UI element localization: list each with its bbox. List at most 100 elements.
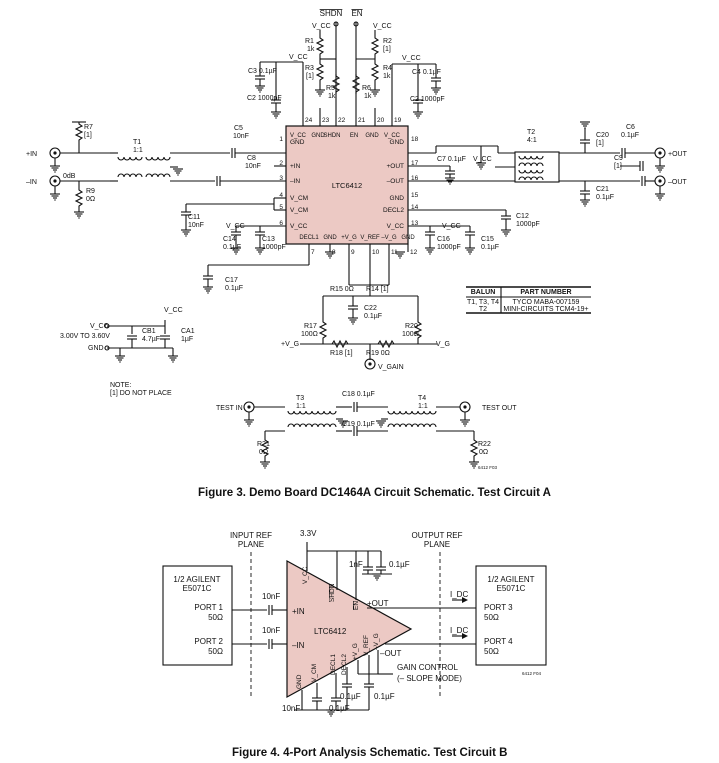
r3-value: [1] [306,73,314,80]
c9-value: [1] [614,163,622,170]
r18-label: R18 [1] [330,350,353,357]
amp-name: LTC6412 [314,627,347,636]
gain-control-2: (– SLOPE MODE) [397,674,462,683]
ic-right-pin-3: –OUT [387,178,404,185]
ic-bottom-num-3: 9 [351,249,355,256]
balun-header-1: BALUN [471,289,496,296]
port3-z: 50Ω [484,613,499,622]
idc-out1: I_DC [450,590,468,599]
t4-label: T4 [418,395,426,402]
amp-nout: –OUT [380,649,401,658]
amp-pout: +OUT [367,599,389,608]
input-ref-2: PLANE [238,540,264,549]
vcc-r1: V_CC [312,23,331,30]
r19-label: R19 0Ω [366,350,390,357]
ic-right-num-1: 18 [411,136,419,143]
c18-label: C18 0.1µF [342,391,375,398]
ic-top-num-3: 22 [338,117,346,124]
vcc-supply-top: V_CC [164,307,183,314]
test-thru-circuit [243,401,480,469]
r1-label: R1 [305,38,314,45]
ic-bottom-pin-6: GND [401,235,415,241]
c5-label: C5 [234,125,243,132]
c19-label: C19 0.1µF [342,421,375,428]
ic-left-num-2: 2 [279,160,283,167]
r21-value: 0Ω [259,449,268,456]
fig3-id: 6412 F03 [478,465,498,470]
supply-block [107,320,179,363]
right-box-title-1: 1/2 AGILENT [487,575,534,584]
c22-label: C22 [364,305,377,312]
c14-value: 0.1µF [223,244,241,251]
note-title: NOTE: [110,382,131,389]
ic-right-pin-4: GND [390,195,405,202]
note-text: [1] DO NOT PLACE [110,390,172,397]
ic-right-pin-5: DECL2 [383,207,404,214]
input-network [49,121,286,219]
nvg-label: –V_G [432,341,450,348]
vcc-c16: V_CC [442,223,461,230]
ic-right-num-2: 17 [411,160,419,167]
r20-label: R20 [405,323,418,330]
t1-label: T1 [133,139,141,146]
ic-top-num-2: 23 [322,117,330,124]
ic-top-num-6: 19 [394,117,402,124]
amp-nvg: –V_G [373,633,380,650]
ltc6412-amp [286,559,413,699]
ic-name: LTC6412 [332,181,362,190]
top-right-decoupling [391,63,442,119]
ic-left-pin-1: GND [290,139,305,146]
output-network [408,121,666,207]
supply-range: 3.00V TO 3.60V [60,333,110,340]
amp-pin: +IN [292,607,305,616]
output-ref-1: OUTPUT REF [412,531,463,540]
ic-bottom-pin-1: DECL1 [299,235,319,241]
ic-bottom-pin-5: –V_G [381,235,397,241]
balun-row2-col1: T2 [479,306,487,313]
c12-label: C12 [516,213,529,220]
supply-33v: 3.3V [300,529,317,538]
port4-label: PORT 4 [484,637,513,646]
ic-top-pin-5: GND [365,133,379,139]
ic-bottom-num-5: 11 [391,249,398,256]
pout-label: +OUT [668,151,688,158]
balun-row2-col2: MINI-CIRCUITS TCM4-19+ [503,306,588,313]
fig4-caption: Figure 4. 4-Port Analysis Schematic. Tes… [232,747,507,759]
cb1-value: 4.7µF [142,336,160,343]
c-bot2-label: 0.1µF [374,692,395,701]
c11-value: 10nF [188,222,204,229]
c-bot1-label: 0.1µF [340,692,361,701]
c9-label: C9 [614,155,623,162]
ic-right-num-4: 15 [411,192,419,199]
fig3-caption: Figure 3. Demo Board DC1464A Circuit Sch… [198,487,551,499]
gain-control-1: GAIN CONTROL [397,663,458,672]
vcc-top-left: V_CC [289,54,308,61]
idc-out2: I_DC [450,626,468,635]
c15-label: C15 [481,236,494,243]
r5-label: R5 [326,85,335,92]
amp-vcm: V_CM [311,664,318,682]
r6-value: 1k [364,93,372,100]
amp-decl2: DECL2 [341,654,348,675]
odb-label: 0dB [63,173,76,180]
vcc-supply: V_CC [90,323,109,330]
amp-decl1: DECL1 [330,654,337,675]
vcc-r2: V_CC [373,23,392,30]
ca1-value: 1µF [181,336,193,343]
c12-value: 1000pF [516,221,540,228]
right-box-title-2: E5071C [497,584,526,593]
r9-label: R9 [86,188,95,195]
port3-label: PORT 3 [484,603,513,612]
left-box-title-2: E5071C [183,584,212,593]
c17-label: C17 [225,277,238,284]
ic-right-num-6: 13 [411,220,419,227]
ic-right-pin-2: +OUT [386,163,404,170]
r6-label: R6 [362,85,371,92]
c-bot3-label: 0.1µF [329,704,350,713]
amp-gnd: GND [296,674,303,689]
vcc-c7: V_CC [473,156,492,163]
right-analyzer-box [475,565,547,666]
